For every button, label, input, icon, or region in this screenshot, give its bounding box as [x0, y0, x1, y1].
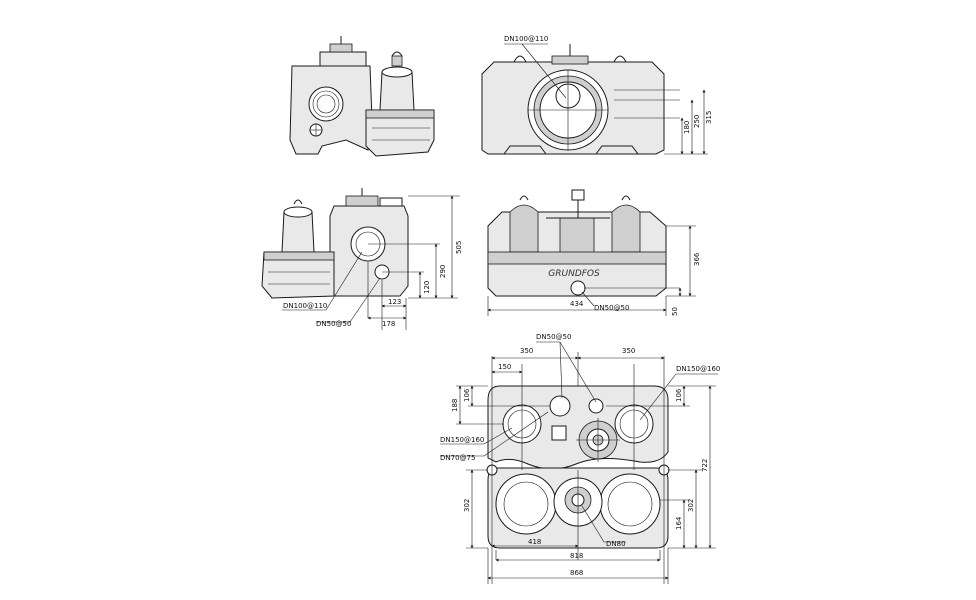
dim-top-818: 818	[570, 552, 583, 560]
top-view-bottom	[440, 341, 718, 584]
label-rear-dn50: DN50@50	[594, 304, 629, 312]
dim-rear-366: 366	[693, 252, 701, 266]
rear-view-middle-right: GRUNDFOS	[487, 189, 696, 316]
dim-top-302-left: 302	[463, 499, 471, 512]
label-side-dn50: DN50@50	[316, 320, 351, 328]
dim-front-180: 180	[683, 121, 691, 134]
dim-top-106-left: 106	[463, 388, 471, 402]
label-top-dn70: DN70@75	[440, 454, 475, 462]
label-top-dn80: DN80	[606, 540, 626, 548]
dim-front-250: 250	[693, 115, 701, 128]
label-front-dn100: DN100@110	[504, 35, 548, 43]
dim-side-120: 120	[423, 281, 431, 294]
dim-top-150: 150	[498, 363, 511, 371]
dim-top-722: 722	[701, 459, 709, 472]
dim-front-315: 315	[705, 111, 713, 124]
dim-top-418: 418	[528, 538, 541, 546]
dim-top-350-left: 350	[520, 347, 533, 355]
side-view-middle-left	[261, 188, 460, 330]
dim-top-164: 164	[675, 516, 683, 530]
label-side-dn100: DN100@110	[283, 302, 327, 310]
dim-top-350-right: 350	[622, 347, 635, 355]
front-view-top-right	[481, 43, 708, 155]
label-top-dn50: DN50@50	[536, 333, 571, 341]
label-top-dn150-left: DN150@160	[440, 436, 484, 444]
dim-side-290: 290	[439, 265, 447, 278]
dim-top-106-right: 106	[675, 388, 683, 402]
grundfos-logo: GRUNDFOS	[548, 269, 600, 279]
dim-rear-434: 434	[570, 300, 584, 308]
dim-side-505: 505	[455, 241, 463, 254]
side-view-top-left	[289, 36, 435, 157]
dim-top-188: 188	[451, 399, 459, 412]
dim-top-302-right: 302	[687, 499, 695, 512]
dim-top-868: 868	[570, 569, 583, 577]
dim-rear-50: 50	[671, 307, 679, 316]
label-top-dn150-right: DN150@160	[676, 365, 720, 373]
dim-side-123: 123	[388, 298, 401, 306]
dim-side-178: 178	[382, 320, 395, 328]
